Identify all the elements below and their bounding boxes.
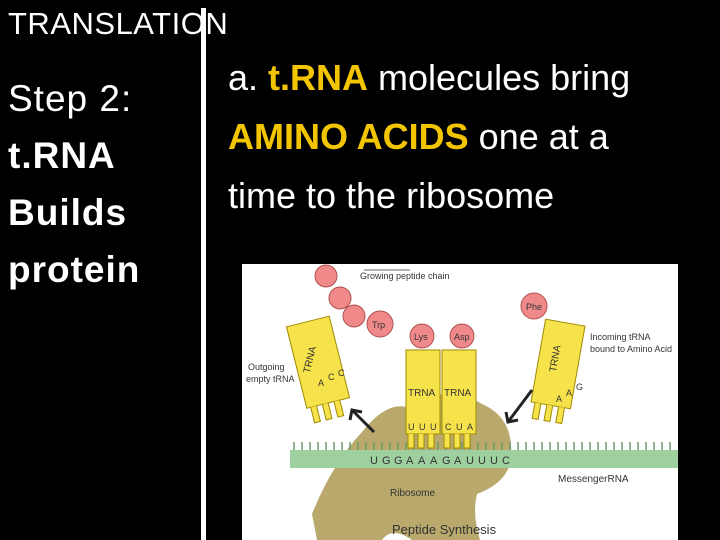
bullet-line-1: a. t.RNA molecules bring <box>228 48 712 107</box>
bullet-line-2: AMINO ACIDS one at a <box>228 107 712 166</box>
trna-outgoing <box>285 315 351 424</box>
amino-phe <box>520 292 548 320</box>
trna-right-anticodon-3: A <box>467 422 473 432</box>
mrna-codon-1: U <box>370 455 378 467</box>
translation-diagram: U G G A A A G A U U U C MessengerRNA Rib… <box>242 264 678 540</box>
mrna-codons: U G G A A A G A U U U C <box>370 455 510 467</box>
mrna-codon-12: C <box>502 455 510 467</box>
trna-outgoing-anticodon-3: C <box>338 368 345 378</box>
bullet-text: a. t.RNA molecules bring AMINO ACIDS one… <box>228 48 712 225</box>
messenger-rna-label: MessengerRNA <box>558 474 629 485</box>
peptide-chain <box>314 264 366 328</box>
trna-left-label: TRNA <box>408 388 436 399</box>
growing-chain-label: Growing peptide chain <box>360 271 450 281</box>
highlight-amino-acids: AMINO ACIDS <box>228 116 469 157</box>
ribosome-label: Ribosome <box>390 488 435 499</box>
trna-outgoing-anticodon-1: A <box>318 378 324 388</box>
mrna-codon-8: A <box>454 455 462 467</box>
trna-right-label: TRNA <box>444 388 472 399</box>
trna-outgoing-anticodon-2: C <box>328 372 335 382</box>
trna-left-anticodon-2: U <box>419 422 426 432</box>
trna-left-anticodon-1: U <box>408 422 415 432</box>
amino-lys <box>409 323 435 349</box>
mrna-codon-5: A <box>418 455 426 467</box>
mrna-codon-9: U <box>466 455 474 467</box>
amino-lys-label: Lys <box>414 332 428 342</box>
incoming-label-line-2: bound to Amino Acid <box>590 344 672 354</box>
mrna-codon-11: U <box>490 455 498 467</box>
bullet-text-2: one at a <box>468 116 609 157</box>
trna-right-anticodon-2: U <box>456 422 463 432</box>
outgoing-label-line-2: empty tRNA <box>246 374 295 384</box>
mrna-codon-3: G <box>394 455 403 467</box>
mrna-codon-7: G <box>442 455 451 467</box>
bullet-prefix: a. <box>228 57 269 98</box>
arrow-out-icon <box>348 408 376 434</box>
bullet-line-3: time to the ribosome <box>228 175 555 216</box>
trna-incoming <box>530 318 586 425</box>
mrna-codon-6: A <box>430 455 438 467</box>
step-subject: t.RNA <box>8 135 116 176</box>
amino-asp <box>449 323 475 349</box>
step-label: Step 2: <box>8 78 133 119</box>
arrow-in-icon <box>504 389 534 424</box>
outgoing-label-line-1: Outgoing <box>248 362 285 372</box>
mrna-codon-2: G <box>382 455 391 467</box>
trna-left <box>405 349 441 449</box>
trna-right <box>441 349 477 449</box>
mrna-codon-10: U <box>478 455 486 467</box>
step-heading: Step 2: t.RNA Builds protein <box>8 70 193 298</box>
step-verb: Builds <box>8 192 128 233</box>
trna-incoming-anticodon-2: A <box>566 388 572 398</box>
amino-trp <box>366 310 394 338</box>
vertical-divider <box>201 8 206 540</box>
translation-diagram-svg: U G G A A A G A U U U C MessengerRNA Rib… <box>246 264 678 540</box>
trna-incoming-anticodon-3: G <box>576 382 583 392</box>
trna-right-anticodon-1: C <box>445 422 452 432</box>
amino-asp-label: Asp <box>454 332 470 342</box>
incoming-label-line-1: Incoming tRNA <box>590 332 651 342</box>
trna-incoming-anticodon-1: A <box>556 394 562 404</box>
step-object: protein <box>8 249 141 290</box>
amino-phe-label: Phe <box>526 302 542 312</box>
caption-label: Peptide Synthesis <box>392 522 497 537</box>
trna-left-anticodon-3: U <box>430 422 437 432</box>
trna-incoming-label: TRNA <box>548 344 564 373</box>
mrna-strand <box>290 450 678 468</box>
amino-trp-label: Trp <box>372 320 385 330</box>
highlight-trna: t.RNA <box>268 57 369 98</box>
slide-title: TRANSLATION <box>8 6 229 41</box>
bullet-text-1: molecules bring <box>368 57 631 98</box>
mrna-codon-4: A <box>406 455 414 467</box>
